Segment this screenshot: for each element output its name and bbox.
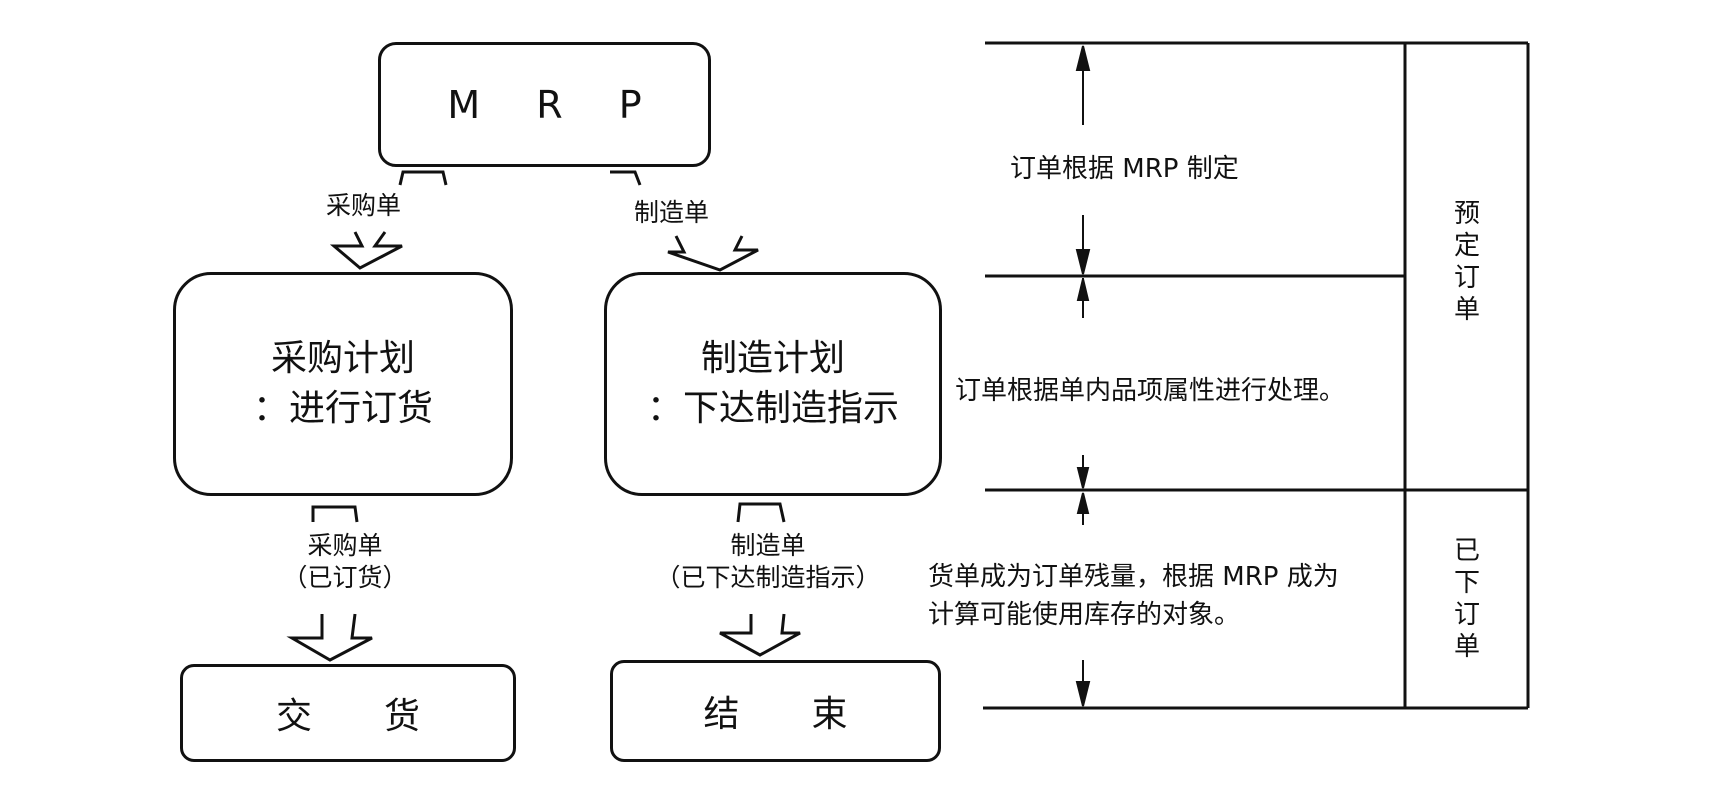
manufacturing-order-label: 制造单 — [634, 198, 710, 227]
arrow-mrp-manufacturing — [667, 235, 759, 272]
purchase-order-done-line2: （已订货） — [282, 563, 408, 592]
dim-arrow-1-down — [1075, 249, 1091, 275]
arrow-purchase-delivery — [286, 613, 373, 662]
note-mrp: 订单根据 MRP 制定 — [1010, 154, 1239, 184]
note-attributes: 订单根据单内品项属性进行处理。 — [955, 376, 1346, 406]
arrow-manufacturing-end — [719, 613, 801, 657]
delivery-label: 交 货 — [275, 696, 420, 737]
manufacturing-plan-action: ：下达制造指示 — [646, 388, 899, 429]
manufacturing-order-done-line1: 制造单 — [730, 531, 806, 560]
purchase-plan-title: 采购计划 — [270, 338, 415, 379]
manufacturing-plan-title: 制造计划 — [700, 338, 845, 379]
note-remaining: 货单成为订单残量，根据 MRP 成为 计算可能使用库存的对象。 — [928, 558, 1339, 634]
manufacturing-plan-box: 制造计划 ：下达制造指示 — [604, 272, 942, 496]
delivery-box: 交 货 — [180, 664, 516, 762]
dim-arrow-3-up — [1076, 492, 1090, 514]
end-label: 结 束 — [703, 694, 848, 735]
dim-arrow-1-up — [1075, 45, 1091, 71]
dim-arrow-2-up — [1076, 278, 1090, 301]
manufacturing-order-done-label: 制造单 （已下达制造指示） — [633, 530, 903, 594]
manufacturing-order-done-line2: （已下达制造指示） — [655, 563, 881, 592]
purchase-plan-box: 采购计划 ：进行订货 — [173, 272, 513, 496]
purchase-order-label: 采购单 — [326, 191, 402, 220]
mrp-label: M R P — [447, 82, 664, 127]
dim-arrow-3-down — [1075, 681, 1091, 707]
bracket-manufacturing-down — [736, 502, 786, 523]
status-released-order: 已下订单 — [1453, 536, 1480, 662]
mrp-box: M R P — [378, 42, 711, 167]
status-planned-order: 预定订单 — [1453, 199, 1480, 325]
dim-arrow-2-down — [1076, 467, 1090, 489]
bracket-mrp-manufacturing — [610, 170, 642, 186]
bracket-mrp-purchase — [398, 170, 448, 186]
bracket-purchase-down — [311, 505, 359, 523]
end-box: 结 束 — [610, 660, 941, 762]
purchase-plan-action: ：进行订货 — [252, 388, 433, 429]
arrow-mrp-purchase — [329, 231, 403, 270]
note-remaining-line2: 计算可能使用库存的对象。 — [928, 600, 1241, 630]
purchase-order-done-line1: 采购单 — [307, 531, 383, 560]
note-remaining-line1: 货单成为订单残量，根据 MRP 成为 — [928, 562, 1339, 592]
purchase-order-done-label: 采购单 （已订货） — [270, 530, 420, 594]
